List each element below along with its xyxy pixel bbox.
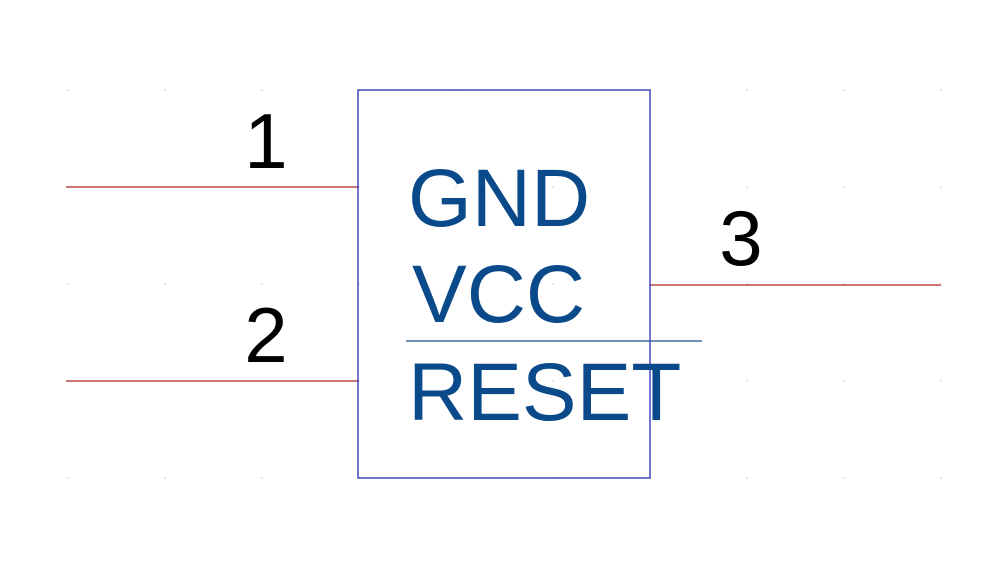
grid-dot (552, 186, 554, 188)
grid-dot (67, 283, 69, 285)
grid-dot (261, 477, 263, 479)
pin-3-number: 3 (719, 194, 762, 282)
grid-dot (746, 186, 748, 188)
grid-dot (67, 477, 69, 479)
grid-dot (746, 477, 748, 479)
grid-dot (67, 89, 69, 91)
pin-1-number: 1 (244, 97, 287, 185)
grid-dot (164, 283, 166, 285)
grid-dot (455, 186, 457, 188)
grid-dot (940, 477, 942, 479)
pin-2-name: VCC (412, 249, 585, 340)
grid-dot (261, 89, 263, 91)
grid-dot (552, 283, 554, 285)
grid-dot (261, 283, 263, 285)
grid-dot (940, 380, 942, 382)
grid-dot (940, 89, 942, 91)
pin-1-name: GND (408, 153, 590, 244)
grid-dot (843, 380, 845, 382)
grid-dot (455, 283, 457, 285)
grid-dot (164, 477, 166, 479)
grid-dot (164, 89, 166, 91)
pin-3-name: RESET (408, 347, 681, 438)
grid-dot (843, 477, 845, 479)
component-body[interactable] (357, 89, 651, 479)
pin-2-number: 2 (244, 291, 287, 379)
grid-dot (843, 186, 845, 188)
grid-dot (455, 380, 457, 382)
grid-dot (552, 380, 554, 382)
grid-dot (843, 89, 845, 91)
grid-dot (940, 186, 942, 188)
grid-dot (746, 89, 748, 91)
grid-dot (746, 380, 748, 382)
